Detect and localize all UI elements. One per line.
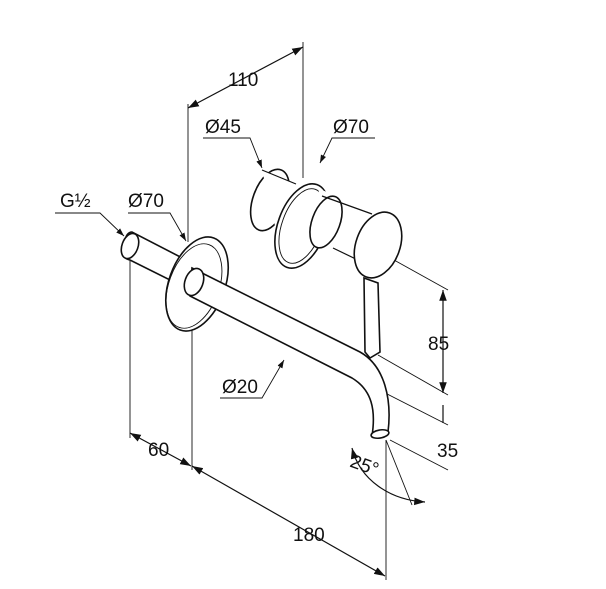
dimension-dia70-right: Ø70 (333, 117, 369, 138)
lever-handle (363, 276, 381, 360)
dimension-110: 110 (228, 70, 258, 91)
dimension-thread: G½ (60, 191, 91, 212)
mixer-body (249, 168, 403, 360)
dimension-dia20: Ø20 (222, 377, 258, 398)
dimension-180: 180 (293, 525, 325, 546)
dimension-60: 60 (148, 440, 169, 461)
dimension-angle: 25° (347, 451, 381, 481)
spout (120, 231, 390, 440)
dimension-35: 35 (437, 441, 458, 462)
dimension-dia45: Ø45 (205, 117, 241, 138)
dimension-85: 85 (428, 334, 449, 355)
dimension-lines (55, 46, 447, 577)
dimension-dia70-left: Ø70 (128, 191, 164, 212)
